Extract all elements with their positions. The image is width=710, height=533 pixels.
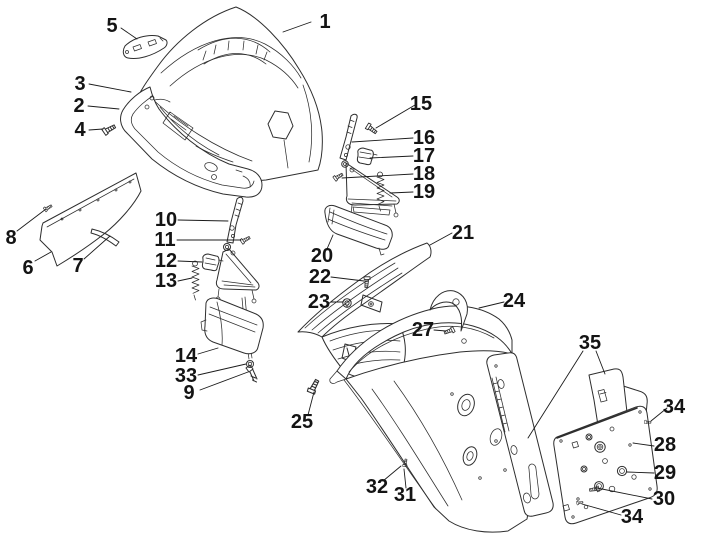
- part-label-32: 32: [365, 476, 389, 498]
- part-7-trim-strip: [90, 228, 120, 247]
- part-2-3-subframe: [120, 86, 263, 198]
- part-label-33: 33: [174, 365, 198, 387]
- part-label-2: 2: [73, 95, 85, 117]
- part-label-25: 25: [290, 411, 314, 433]
- part-label-11: 11: [154, 229, 176, 251]
- part-label-4: 4: [74, 119, 86, 141]
- fastener-8-screw: [42, 203, 54, 213]
- part-label-16: 16: [412, 127, 436, 149]
- part-20-cover: [324, 204, 393, 256]
- part-label-14: 14: [174, 345, 198, 367]
- part-label-21: 21: [451, 222, 475, 244]
- part-label-9: 9: [183, 382, 195, 404]
- part-label-17: 17: [412, 145, 436, 167]
- right-latch-assembly: [332, 113, 400, 219]
- fastener-9-bolt: [245, 364, 258, 383]
- part-label-19: 19: [412, 181, 436, 203]
- part-label-1: 1: [319, 11, 331, 33]
- part-14-cover: [200, 297, 264, 355]
- part-24-mudguard: [329, 290, 531, 533]
- part-label-13: 13: [154, 270, 178, 292]
- part-label-5: 5: [106, 15, 118, 37]
- part-5-bracket: [122, 35, 168, 59]
- part-35-support-plate: [486, 352, 554, 517]
- part-label-23: 23: [307, 291, 331, 313]
- part-label-30: 30: [652, 488, 676, 510]
- part-label-18: 18: [412, 163, 436, 185]
- part-6-panel: [39, 172, 142, 267]
- part-label-12: 12: [154, 250, 178, 272]
- part-label-15: 15: [409, 93, 433, 115]
- part-label-24: 24: [502, 290, 526, 312]
- part-label-31: 31: [393, 484, 417, 506]
- part-label-3: 3: [74, 73, 86, 95]
- part-label-6: 6: [22, 257, 34, 279]
- part-label-34-lower: 34: [620, 506, 644, 528]
- part-label-7: 7: [72, 255, 84, 277]
- part-label-29: 29: [653, 462, 677, 484]
- part-label-22: 22: [308, 266, 332, 288]
- leader-lines: [16, 21, 668, 516]
- fastener-4-screw: [101, 122, 118, 137]
- part-label-20: 20: [310, 245, 334, 267]
- part-label-8: 8: [5, 227, 17, 249]
- part-label-28: 28: [653, 434, 677, 456]
- part-label-10: 10: [154, 209, 178, 231]
- part-label-27: 27: [411, 319, 435, 341]
- fastener-29-bushing: [616, 465, 628, 477]
- part-label-35: 35: [578, 332, 602, 354]
- part-label-34-upper: 34: [662, 396, 686, 418]
